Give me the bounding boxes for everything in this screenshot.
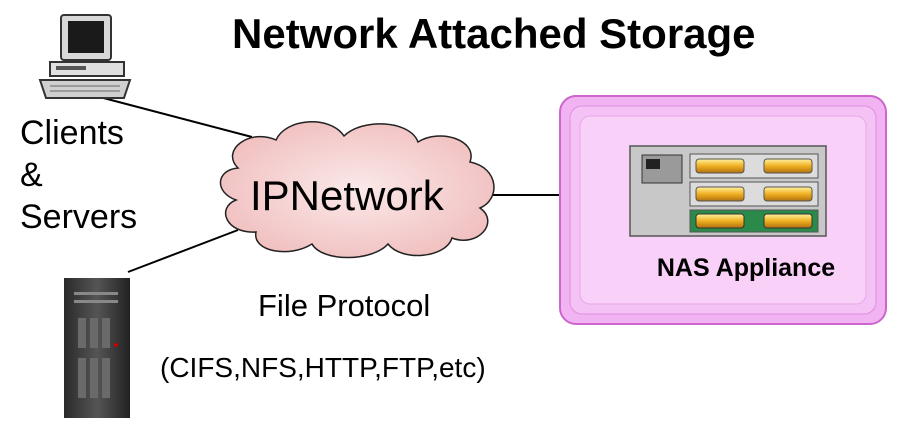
network-label: IPNetwork bbox=[250, 172, 444, 219]
clients-label-line-1: Clients bbox=[20, 114, 124, 152]
storage-appliance-icon bbox=[629, 145, 827, 237]
protocol-list-label: (CIFS,NFS,HTTP,FTP,etc) bbox=[160, 352, 486, 383]
client-link-line bbox=[91, 94, 253, 138]
diagram-title: Network Attached Storage bbox=[232, 10, 756, 57]
tower-server-icon bbox=[64, 278, 130, 418]
server-link-line bbox=[127, 229, 239, 273]
clients-label-line-2: & bbox=[20, 156, 43, 194]
desktop-computer-icon bbox=[38, 14, 132, 99]
clients-label-line-3: Servers bbox=[20, 198, 138, 236]
file-protocol-label: File Protocol bbox=[258, 288, 431, 323]
nas-appliance-label: NAS Appliance bbox=[656, 254, 836, 282]
network-cloud-icon bbox=[219, 121, 495, 259]
clients-servers-label: Clients & Servers bbox=[20, 112, 137, 238]
